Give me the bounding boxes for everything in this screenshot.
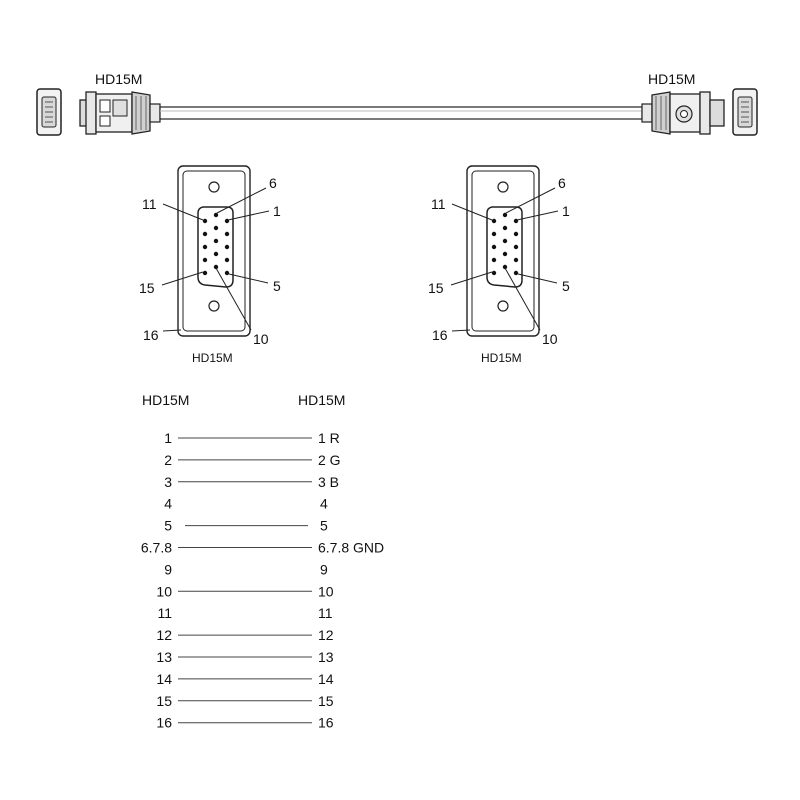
wiring-left-pin: 15 bbox=[156, 693, 172, 709]
d-sub-face bbox=[197, 206, 234, 288]
wiring-row: 13 13 bbox=[156, 649, 333, 665]
wiring-left-pin: 10 bbox=[156, 583, 172, 599]
pin-label-5: 5 bbox=[273, 278, 281, 294]
connector-shell-inner bbox=[471, 170, 535, 332]
cable-left-label: HD15M bbox=[95, 71, 142, 87]
wiring-row: 6.7.8 6.7.8 GND bbox=[141, 540, 384, 556]
wiring-left-pin: 16 bbox=[156, 715, 172, 731]
wiring-right-pin: 6.7.8 GND bbox=[318, 540, 384, 556]
wiring-row: 3 3 B bbox=[164, 474, 339, 490]
wiring-right-pin: 9 bbox=[320, 561, 328, 577]
wiring-right-pin: 1 R bbox=[318, 430, 340, 446]
wiring-right-pin: 13 bbox=[318, 649, 334, 665]
pin-label-1: 1 bbox=[562, 203, 570, 219]
wiring-left-pin: 1 bbox=[164, 430, 172, 446]
cable-body bbox=[159, 106, 643, 120]
pin-label-5: 5 bbox=[562, 278, 570, 294]
connector-caption: HD15M bbox=[481, 351, 522, 365]
pin-label-15: 15 bbox=[139, 280, 155, 296]
wiring-right-pin: 4 bbox=[320, 496, 328, 512]
wiring-left-header: HD15M bbox=[142, 392, 189, 408]
pin-label-1: 1 bbox=[273, 203, 281, 219]
wiring-row: 12 12 bbox=[156, 627, 333, 643]
wiring-right-pin: 5 bbox=[320, 518, 328, 534]
mounting-hole bbox=[497, 300, 509, 312]
wiring-left-pin: 14 bbox=[156, 671, 172, 687]
left-connector-side-view bbox=[79, 91, 161, 135]
wiring-left-pin: 3 bbox=[164, 474, 172, 490]
wiring-right-pin: 3 B bbox=[318, 474, 339, 490]
cable-illustration: HD15M HD15M bbox=[36, 71, 758, 136]
wiring-row: 11 11 bbox=[157, 605, 332, 621]
wiring-left-pin: 9 bbox=[164, 561, 172, 577]
wiring-right-pin: 15 bbox=[318, 693, 334, 709]
wiring-left-pin: 4 bbox=[164, 496, 172, 512]
wiring-right-pin: 12 bbox=[318, 627, 334, 643]
mounting-hole bbox=[208, 300, 220, 312]
pin-label-15: 15 bbox=[428, 280, 444, 296]
wiring-left-pin: 11 bbox=[157, 605, 172, 621]
wiring-row: 2 2 G bbox=[164, 452, 340, 468]
pin-label-10: 10 bbox=[253, 331, 269, 347]
pin-leaders bbox=[161, 187, 270, 332]
right-end-face-icon bbox=[732, 88, 758, 136]
pin-label-6: 6 bbox=[558, 175, 566, 191]
wiring-right-pin: 2 G bbox=[318, 452, 341, 468]
wiring-left-pin: 5 bbox=[164, 518, 172, 534]
connector-shell-inner bbox=[182, 170, 246, 332]
d-sub-face bbox=[486, 206, 523, 288]
right-connector-side-view bbox=[641, 91, 725, 135]
mounting-hole bbox=[497, 181, 509, 193]
wiring-left-pin: 13 bbox=[156, 649, 172, 665]
wiring-row: 14 14 bbox=[156, 671, 333, 687]
pin-label-11: 11 bbox=[431, 196, 446, 212]
connector-face-right: 6 1 11 15 5 16 10 HD15M bbox=[428, 165, 570, 365]
wiring-right-pin: 14 bbox=[318, 671, 334, 687]
left-end-face-icon bbox=[36, 88, 62, 136]
pin-label-11: 11 bbox=[142, 196, 157, 212]
pin-leaders bbox=[450, 187, 559, 332]
connector-face-left: 6 1 11 15 5 16 10 HD15M bbox=[139, 165, 281, 365]
pin-grid bbox=[491, 212, 519, 276]
wiring-right-pin: 16 bbox=[318, 715, 334, 731]
wiring-row: 1 1 R bbox=[164, 430, 340, 446]
wiring-left-pin: 2 bbox=[164, 452, 172, 468]
pin-label-16: 16 bbox=[432, 327, 448, 343]
pin-label-16: 16 bbox=[143, 327, 159, 343]
mounting-hole bbox=[208, 181, 220, 193]
cable-right-label: HD15M bbox=[648, 71, 695, 87]
wiring-left-pin: 12 bbox=[156, 627, 172, 643]
wiring-right-pin: 10 bbox=[318, 583, 334, 599]
wiring-left-pin: 6.7.8 bbox=[141, 540, 172, 556]
wiring-row: 10 10 bbox=[156, 583, 333, 599]
connector-caption: HD15M bbox=[192, 351, 233, 365]
pin-label-6: 6 bbox=[269, 175, 277, 191]
wiring-right-header: HD15M bbox=[298, 392, 345, 408]
wiring-right-pin: 11 bbox=[318, 605, 333, 621]
pin-label-10: 10 bbox=[542, 331, 558, 347]
